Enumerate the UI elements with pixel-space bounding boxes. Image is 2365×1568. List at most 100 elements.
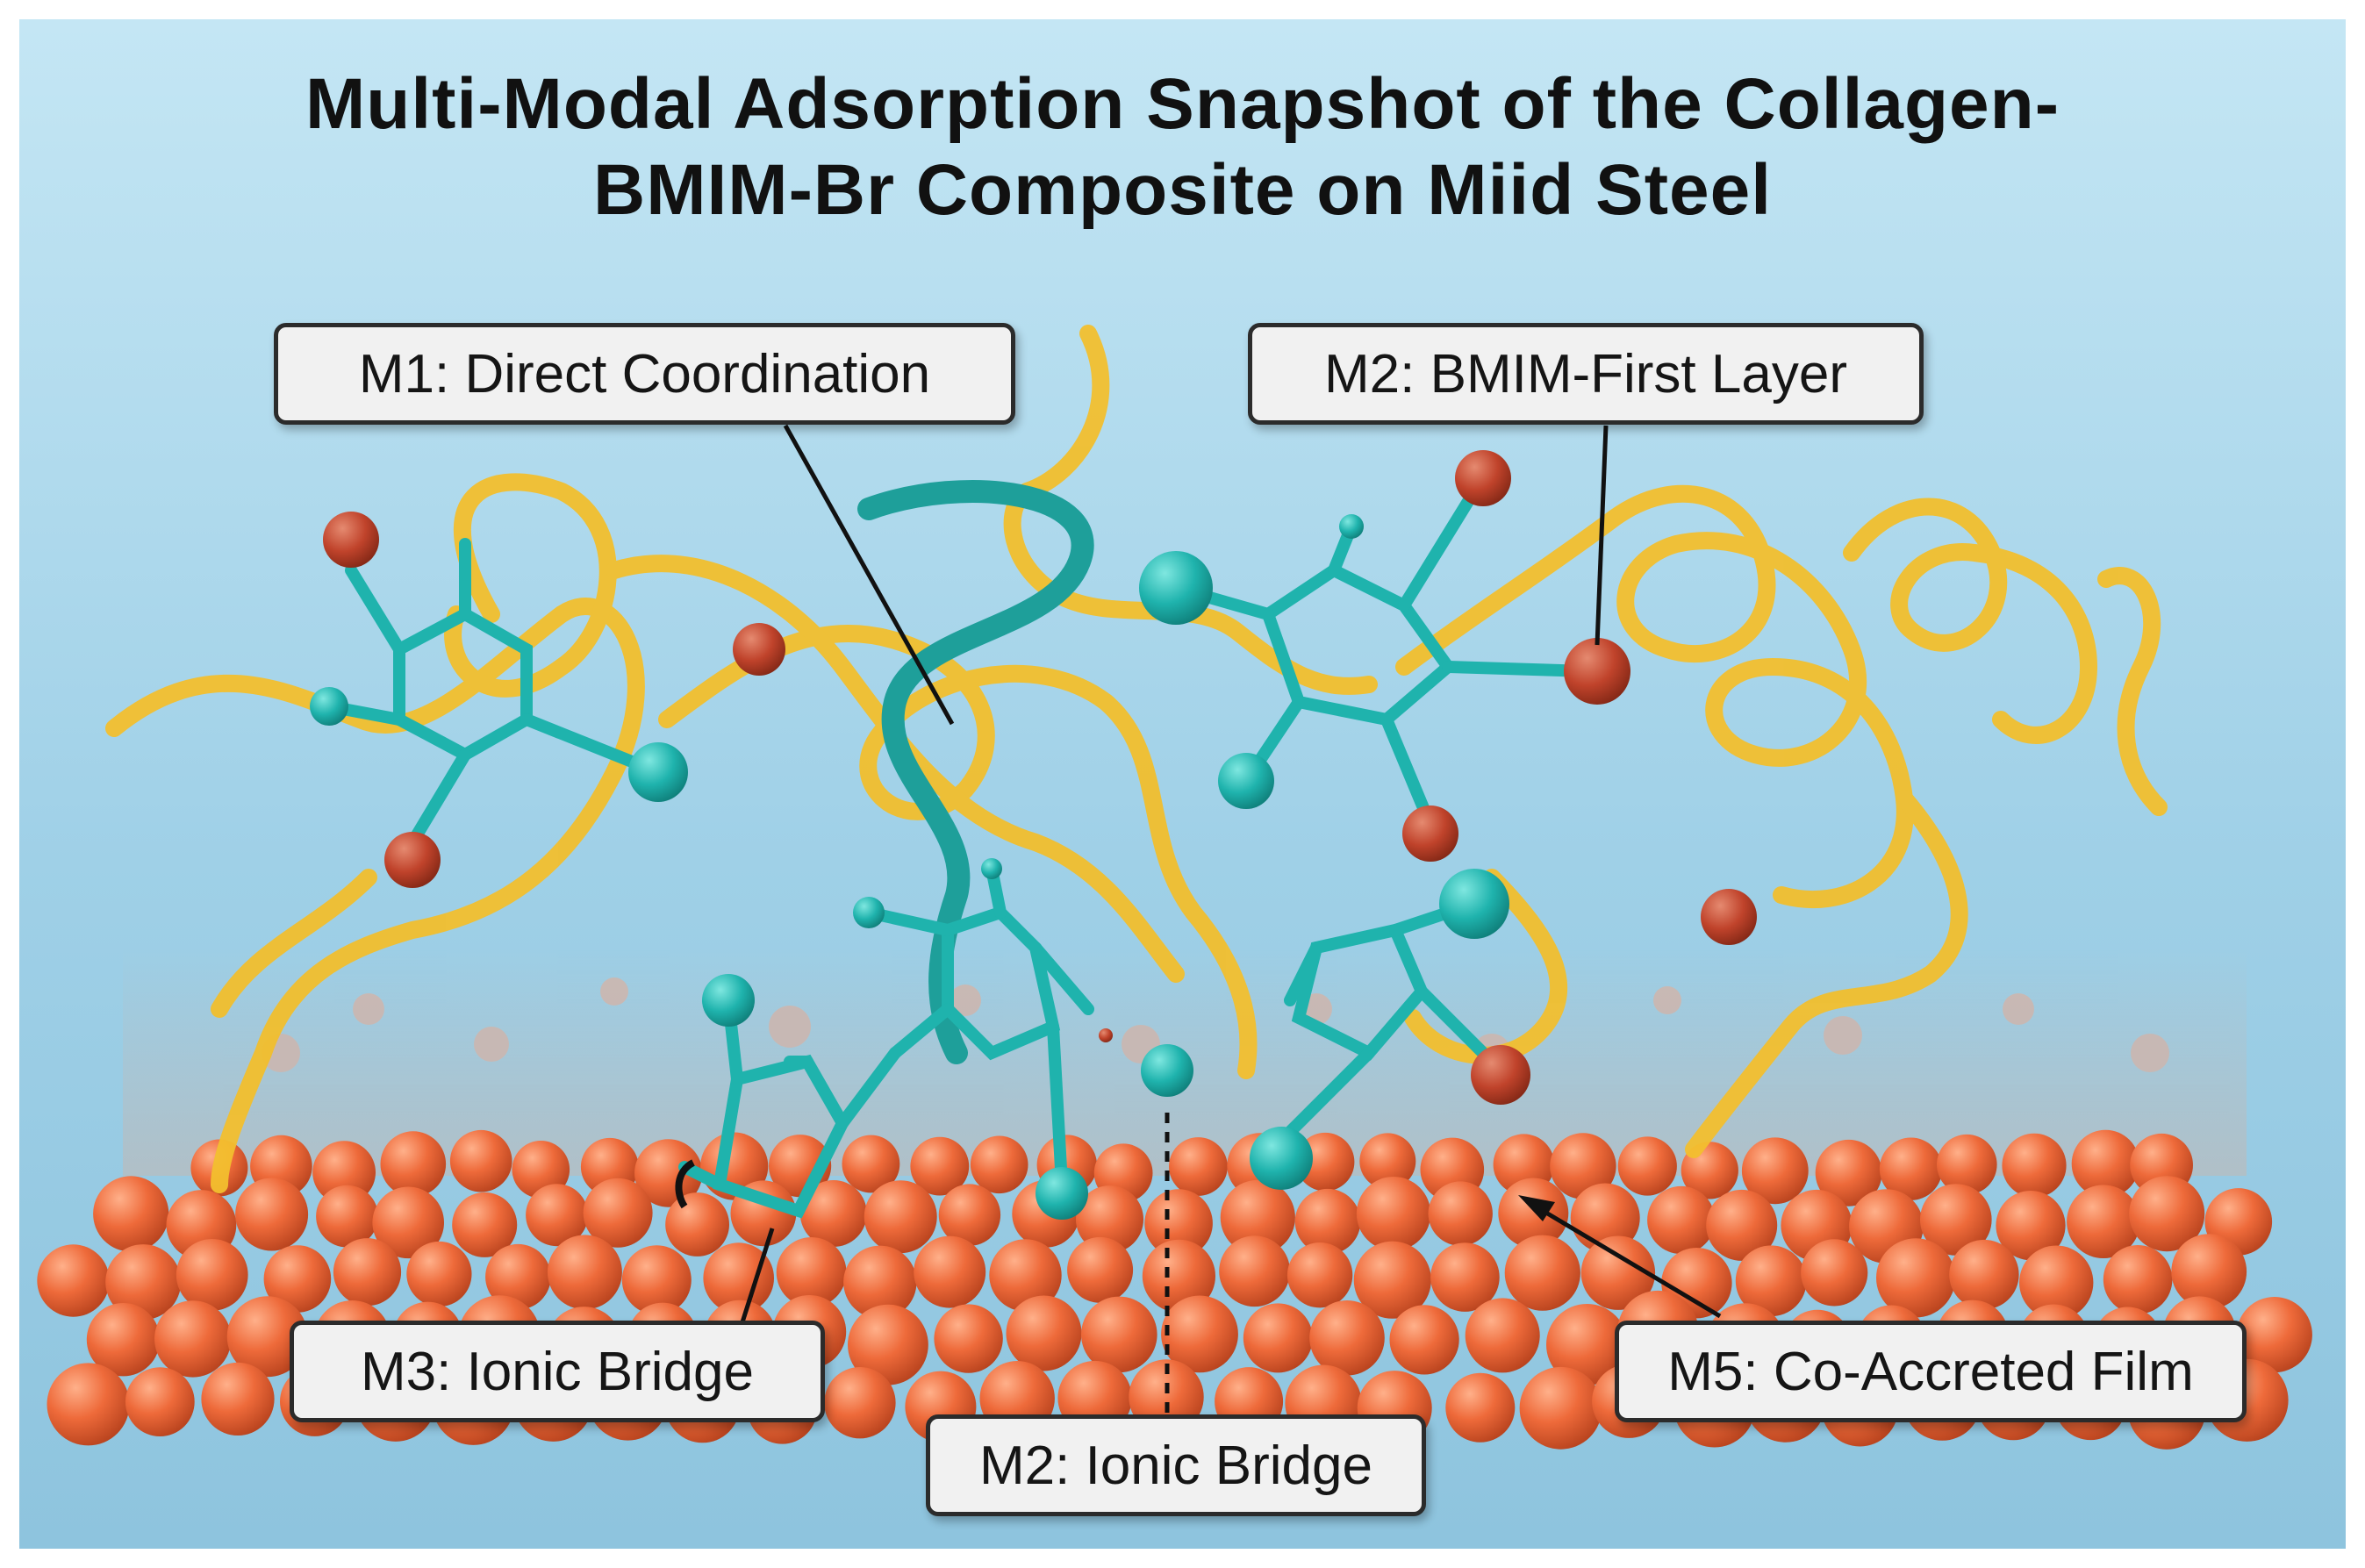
callout-m1-direct-coordination: M1: Direct Coordination [274, 323, 1015, 425]
steel-sphere [848, 1304, 928, 1385]
steel-sphere [1550, 1133, 1616, 1199]
steel-sphere [1169, 1137, 1228, 1196]
steel-sphere [2171, 1234, 2247, 1309]
steel-sphere [1243, 1303, 1313, 1373]
collagen-strand-center [658, 625, 1258, 1079]
steel-sphere [547, 1235, 622, 1310]
steel-sphere [154, 1300, 232, 1378]
steel-sphere [1801, 1239, 1868, 1307]
collagen-strand-lower-right [1404, 869, 1568, 1064]
steel-sphere [1741, 1137, 1809, 1205]
figure-title-line-1: Multi-Modal Adsorption Snapshot of the C… [305, 64, 2060, 144]
steel-sphere [201, 1362, 275, 1436]
steel-sphere [235, 1178, 309, 1251]
steel-sphere [1498, 1178, 1569, 1249]
steel-sphere [105, 1244, 182, 1321]
steel-sphere [2236, 1297, 2312, 1373]
steel-sphere [1580, 1235, 1656, 1310]
steel-sphere [449, 1129, 512, 1192]
steel-sphere [776, 1237, 847, 1307]
callout-m2-bmim-first-layer: M2: BMIM-First Layer [1248, 323, 1924, 425]
steel-sphere [406, 1241, 472, 1307]
steel-sphere [703, 1242, 774, 1314]
steel-sphere [1937, 1134, 1997, 1195]
m3-hook [675, 1159, 696, 1209]
steel-sphere [1519, 1366, 1602, 1450]
steel-sphere [1920, 1184, 1992, 1256]
callout-m5-co-accreted-film: M5: Co-Accreted Film [1615, 1321, 2247, 1422]
steel-sphere [1144, 1189, 1213, 1257]
steel-sphere [1465, 1298, 1540, 1373]
steel-sphere [864, 1180, 937, 1254]
steel-sphere [2071, 1129, 2139, 1198]
steel-sphere [452, 1192, 518, 1257]
steel-sphere [1428, 1181, 1493, 1246]
steel-sphere [824, 1367, 896, 1439]
steel-sphere [86, 1303, 161, 1377]
steel-sphere [1647, 1185, 1716, 1255]
collagen-strand-far-right [2097, 567, 2168, 816]
callout-m2-ionic-bridge: M2: Ionic Bridge [926, 1414, 1426, 1516]
steel-sphere [176, 1239, 248, 1311]
steel-sphere [1706, 1189, 1778, 1261]
steel-sphere [526, 1184, 589, 1247]
steel-sphere [1356, 1177, 1431, 1251]
m1-leader-line [783, 424, 955, 726]
steel-sphere [1430, 1242, 1500, 1312]
steel-sphere [842, 1135, 900, 1193]
collagen-strand-right-loop [1843, 498, 2097, 744]
steel-sphere [372, 1186, 445, 1259]
steel-sphere [1546, 1304, 1628, 1385]
steel-sphere [1445, 1372, 1516, 1443]
steel-sphere [1949, 1239, 2019, 1310]
steel-sphere [316, 1185, 378, 1248]
lower-right-pentagon [1291, 922, 1430, 1061]
m3-leader-line [739, 1228, 775, 1326]
steel-sphere [1353, 1241, 1431, 1319]
steel-sphere [1076, 1185, 1143, 1254]
m2-top-leader-line [1595, 425, 1609, 646]
steel-sphere [485, 1243, 551, 1310]
m5-arrowhead [1518, 1195, 1555, 1221]
steel-sphere [1294, 1188, 1361, 1255]
steel-sphere [47, 1363, 130, 1446]
steel-sphere [2019, 1245, 2094, 1320]
steel-sphere [938, 1184, 1001, 1246]
steel-sphere [512, 1141, 570, 1199]
steel-sphere [1876, 1238, 1956, 1318]
steel-sphere [2002, 1133, 2067, 1198]
steel-sphere [1220, 1179, 1295, 1255]
callout-m3-ionic-bridge: M3: Ionic Bridge [290, 1321, 825, 1422]
steel-sphere [934, 1304, 1003, 1373]
steel-sphere [1309, 1300, 1385, 1376]
steel-sphere [583, 1178, 653, 1248]
steel-sphere [1996, 1191, 2066, 1261]
steel-sphere [1286, 1242, 1353, 1308]
steel-sphere [1504, 1235, 1580, 1311]
atoms [310, 450, 1757, 1220]
steel-sphere [1617, 1136, 1677, 1196]
figure-title-line-2: BMIM-Br Composite on Miid Steel [593, 150, 1772, 230]
steel-sphere [665, 1192, 729, 1257]
steel-sphere [1735, 1245, 1807, 1317]
steel-sphere [914, 1235, 986, 1308]
steel-sphere [263, 1245, 332, 1313]
collagen-strand-right [1395, 484, 1914, 908]
steel-sphere [970, 1135, 1028, 1194]
steel-sphere [1389, 1305, 1459, 1375]
steel-sphere [1815, 1139, 1882, 1206]
steel-sphere [910, 1136, 970, 1196]
steel-sphere [843, 1245, 917, 1320]
steel-sphere [1359, 1133, 1416, 1190]
steel-sphere [37, 1244, 110, 1317]
steel-sphere [1081, 1296, 1157, 1373]
steel-sphere [2129, 1176, 2205, 1252]
steel-sphere [2103, 1245, 2173, 1314]
steel-sphere [989, 1239, 1062, 1312]
collagen-strand-right-tail [1685, 790, 1968, 1158]
steel-sphere [1142, 1239, 1215, 1313]
steel-sphere [621, 1245, 692, 1315]
steel-sphere [226, 1296, 308, 1378]
